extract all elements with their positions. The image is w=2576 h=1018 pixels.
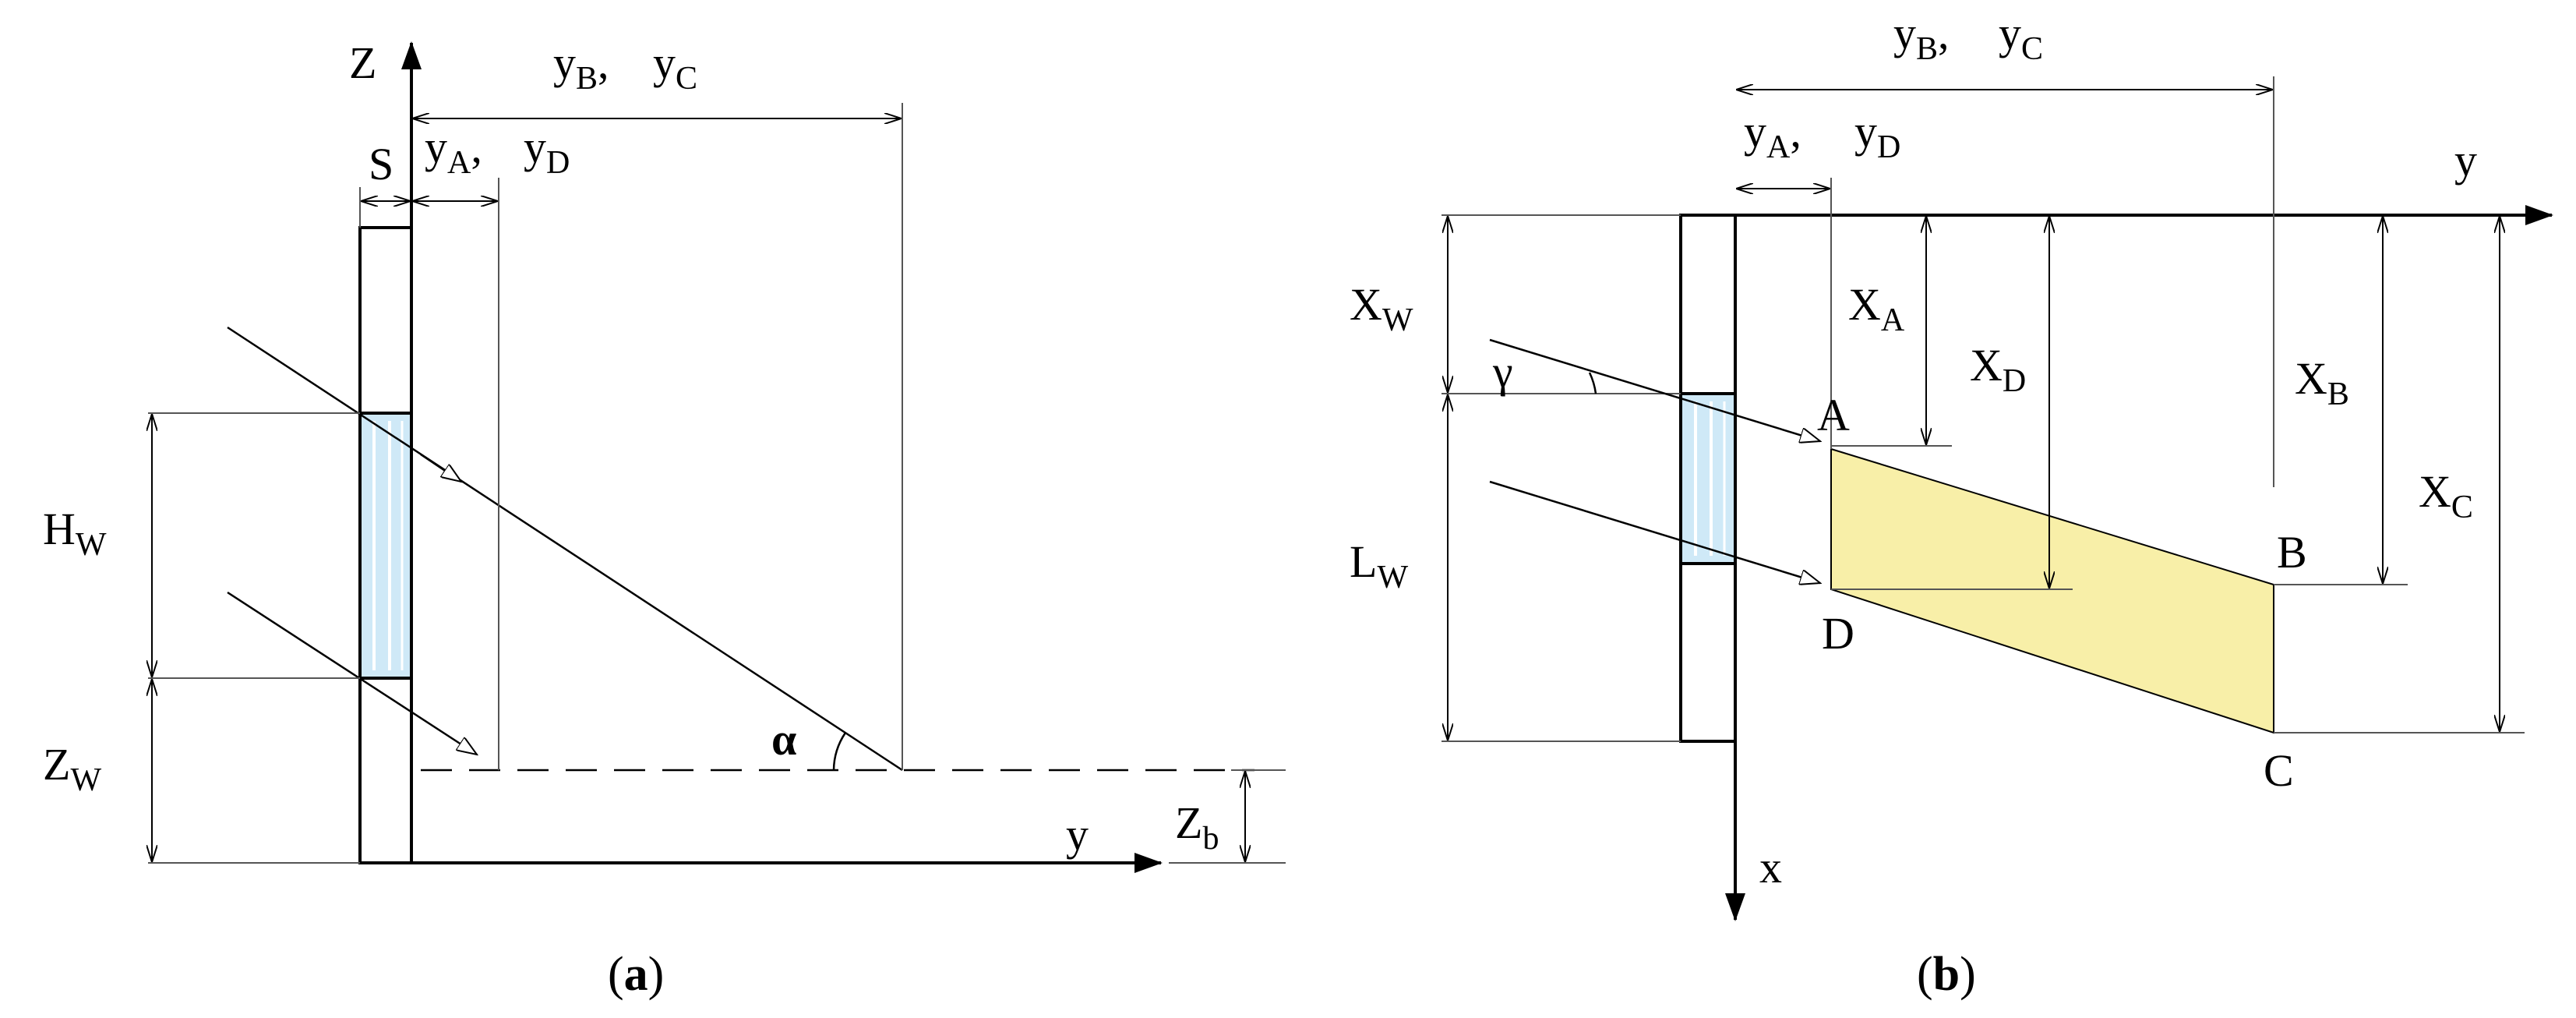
- label-s: S: [369, 139, 393, 189]
- point-b: B: [2277, 527, 2307, 578]
- label-gamma: γ: [1492, 346, 1513, 397]
- alpha-arc: [832, 732, 847, 771]
- caption-a: (a): [608, 948, 664, 1001]
- point-d: D: [1822, 608, 1854, 659]
- label-hw: HW: [43, 504, 107, 563]
- window-b: [1679, 392, 1737, 565]
- label-ya-b: yA,: [1744, 106, 1801, 165]
- label-yc-b: yC: [1999, 8, 2043, 67]
- label-xd: XD: [1970, 340, 2026, 399]
- label-y-axis-b: y: [2454, 135, 2477, 186]
- label-ya-a: yA,: [425, 122, 482, 181]
- point-a: A: [1817, 390, 1850, 440]
- ray-top-a: [227, 326, 903, 772]
- label-lw: LW: [1350, 536, 1408, 596]
- label-x-axis-b: x: [1759, 842, 1782, 893]
- sunlit-patch: [1830, 447, 2274, 734]
- panel-a: Z y S yA, yD yB, yC HW ZW Zb α (a): [43, 37, 1286, 1001]
- label-xc: XC: [2419, 466, 2473, 525]
- label-xw: XW: [1350, 279, 1413, 338]
- point-c: C: [2264, 745, 2294, 796]
- panel-b: y x yA, yD yB, yC XW LW XA XD XB XC γ A …: [1350, 8, 2553, 1001]
- label-zw: ZW: [43, 739, 101, 798]
- label-xa: XA: [1848, 279, 1905, 338]
- label-yd-a: yD: [524, 122, 570, 181]
- label-yb-a: yB,: [553, 37, 609, 97]
- window-a: [358, 412, 413, 680]
- label-xb: XB: [2295, 353, 2349, 412]
- ray-bottom-b: [1489, 480, 1820, 583]
- label-yc-a: yC: [653, 37, 697, 97]
- ray-bottom-a: [227, 591, 477, 755]
- label-yb-b: yB,: [1893, 8, 1950, 67]
- gamma-arc: [1588, 372, 1597, 394]
- ray-top-b: [1489, 338, 1820, 441]
- label-y-axis-a: y: [1066, 809, 1089, 860]
- label-z-axis: Z: [349, 37, 376, 88]
- label-yd-b: yD: [1854, 106, 1900, 165]
- caption-b: (b): [1917, 948, 1976, 1001]
- label-alpha: α: [771, 714, 796, 765]
- label-zb: Zb: [1175, 797, 1219, 857]
